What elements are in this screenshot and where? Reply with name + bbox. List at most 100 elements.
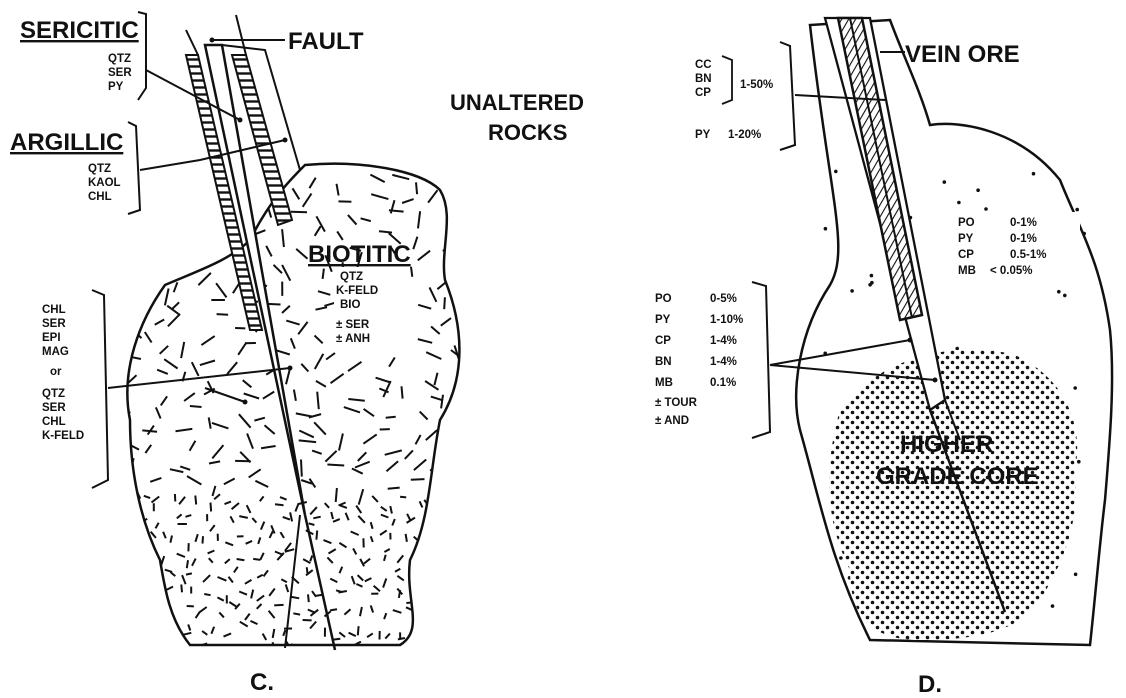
- propylitic-mineral: CHL: [42, 416, 66, 428]
- rock-texture-dash: [470, 592, 472, 598]
- vein-mineral-pct: 1-50%: [740, 79, 773, 91]
- disseminated-dot: [870, 281, 874, 285]
- rock-texture-dash: [176, 250, 186, 253]
- outer-mineral: PY: [958, 233, 974, 245]
- disseminated-dot: [1074, 573, 1078, 577]
- rock-texture-dash: [411, 479, 425, 480]
- rock-texture-dash: [133, 570, 142, 573]
- rock-texture-dash: [186, 200, 188, 213]
- rock-texture-dash: [139, 576, 141, 585]
- rock-texture-dash: [253, 559, 260, 560]
- rock-texture-dash: [438, 503, 445, 506]
- propylitic-bracket: [92, 290, 108, 488]
- rock-texture-dash: [399, 590, 400, 598]
- rock-texture-dash: [121, 556, 129, 557]
- argillic-pointer: [283, 138, 288, 143]
- higher-grade-core: [829, 350, 1077, 640]
- rock-texture-dash: [481, 376, 488, 385]
- disseminated-dot: [1032, 172, 1036, 176]
- propylitic-mineral: QTZ: [42, 388, 65, 400]
- disseminated-dot: [1077, 460, 1081, 464]
- argillic-mineral: CHL: [88, 191, 112, 203]
- propylitic-mineral: CHL: [42, 304, 66, 316]
- rock-texture-dash: [118, 194, 126, 207]
- rock-texture-dash: [398, 638, 405, 639]
- rock-texture-dash: [425, 589, 434, 591]
- propylitic-mineral: SER: [42, 402, 66, 414]
- rock-texture-dash: [189, 176, 199, 189]
- rock-texture-dash: [167, 634, 173, 635]
- rock-texture-dash: [156, 610, 158, 617]
- rock-texture-dash: [211, 245, 215, 255]
- rock-texture-dash: [186, 573, 192, 574]
- outer-mineral: CP: [958, 249, 974, 261]
- rock-texture-dash: [459, 310, 464, 321]
- rock-texture-dash: [448, 481, 457, 493]
- rock-texture-dash: [462, 213, 477, 218]
- rock-texture-dash: [466, 461, 482, 464]
- outer-pct: 0.5-1%: [1010, 249, 1046, 261]
- rock-texture-dash: [467, 436, 480, 448]
- disseminated-dot: [850, 289, 854, 293]
- rock-texture-dash: [389, 210, 404, 211]
- inner-mineral: MB: [655, 377, 673, 389]
- rock-texture-dash: [413, 594, 422, 598]
- rock-texture-dash: [368, 646, 372, 652]
- rock-texture-dash: [135, 246, 139, 259]
- rock-texture-dash: [422, 648, 428, 655]
- rock-texture-dash: [466, 173, 468, 184]
- disseminated-dot: [1063, 294, 1067, 298]
- sericitic-mineral: SER: [108, 67, 132, 79]
- rock-texture-dash: [382, 647, 388, 648]
- rock-texture-dash: [483, 251, 489, 262]
- inner-bracket: [752, 282, 770, 438]
- rock-texture-dash: [237, 559, 245, 560]
- rock-texture-dash: [467, 514, 474, 517]
- rock-texture-dash: [478, 487, 479, 501]
- rock-texture-dash: [458, 387, 468, 396]
- rock-texture-dash: [406, 602, 414, 603]
- rock-texture-dash: [460, 628, 464, 637]
- rock-texture-dash: [328, 652, 335, 656]
- rock-texture-dash: [446, 413, 447, 425]
- biotitic-title: BIOTITIC: [308, 241, 411, 268]
- fault-label: FAULT: [288, 28, 364, 55]
- rock-texture-dash: [471, 561, 480, 565]
- sericitic-mineral: PY: [108, 81, 124, 93]
- vein-py: PY: [695, 129, 711, 141]
- vein-mineral: CC: [695, 59, 712, 71]
- argillic-mineral: QTZ: [88, 163, 111, 175]
- rock-texture-dash: [450, 495, 459, 497]
- rock-texture-dash: [467, 567, 472, 576]
- vein-mineral-brace: [722, 56, 732, 104]
- rock-texture-dash: [127, 303, 130, 315]
- rock-texture-dash: [274, 605, 283, 606]
- inner-mineral: ± AND: [655, 415, 689, 427]
- inner-pct: 1-10%: [710, 314, 743, 326]
- rock-texture-dash: [130, 620, 138, 626]
- rock-texture-dash: [303, 650, 309, 652]
- rock-texture-dash: [132, 588, 140, 593]
- rock-texture-dash: [243, 648, 249, 653]
- rock-texture-dash: [158, 242, 174, 245]
- rock-texture-dash: [190, 265, 201, 268]
- rock-texture-dash: [445, 517, 453, 521]
- rock-texture-dash: [386, 417, 396, 418]
- rock-texture-dash: [358, 626, 359, 635]
- rock-texture-dash: [457, 641, 461, 647]
- rock-texture-dash: [262, 652, 269, 654]
- rock-texture-dash: [308, 594, 309, 602]
- rock-texture-dash: [327, 465, 344, 466]
- rock-texture-dash: [139, 579, 148, 581]
- rock-texture-dash: [482, 447, 486, 457]
- rock-texture-dash: [454, 227, 460, 239]
- inner-pointer: [933, 378, 938, 383]
- disseminated-dot: [1051, 604, 1055, 608]
- rock-texture-dash: [414, 573, 420, 575]
- rock-texture-dash: [441, 531, 450, 532]
- outer-pct: < 0.05%: [990, 265, 1033, 277]
- disseminated-dot: [957, 201, 961, 205]
- rock-texture-dash: [190, 406, 202, 407]
- rock-texture-dash: [388, 488, 400, 489]
- rock-texture-dash: [165, 648, 170, 653]
